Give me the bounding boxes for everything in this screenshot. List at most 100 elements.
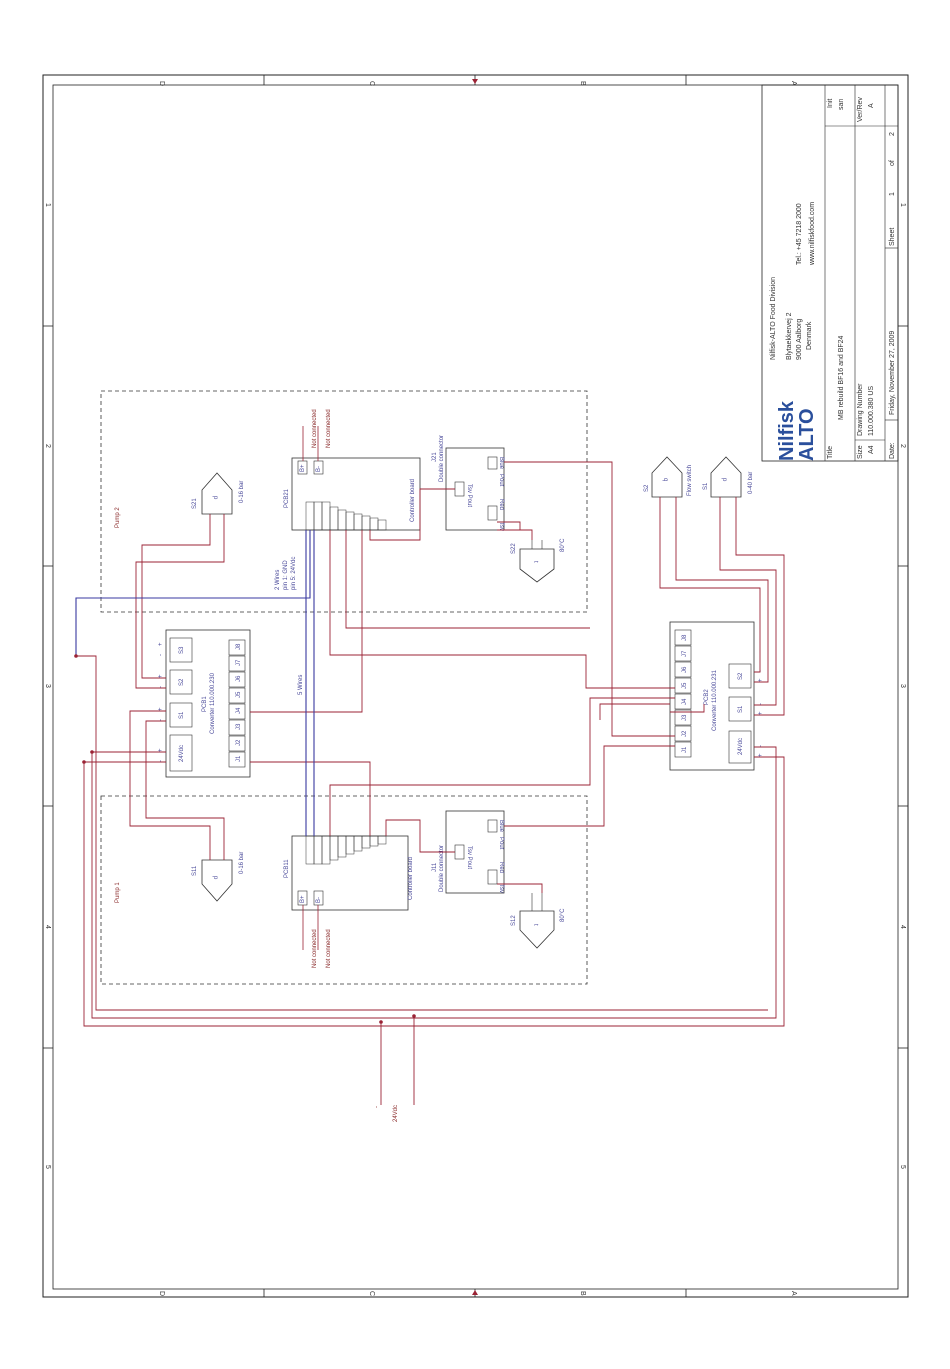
pcb2-s2: S2 xyxy=(738,672,744,680)
pcb2-j4: J4 xyxy=(682,698,688,705)
col-label-5-right: 5 xyxy=(899,1165,906,1169)
pump1-pin-tsv: Tsv xyxy=(498,884,504,893)
rev-value: A xyxy=(868,103,875,108)
pcb1-j8: J8 xyxy=(236,643,242,650)
pcb1-24vdc: 24Vdc xyxy=(179,745,185,762)
date-label: Date: xyxy=(889,442,896,459)
pump1-controller-board xyxy=(291,835,409,911)
pcb1-label: Converter 110.000.230 xyxy=(210,672,216,734)
pump1-pin-red: Red xyxy=(498,862,504,873)
flow-switch: q S2 Flow switch xyxy=(644,456,693,498)
red-wiring xyxy=(76,461,785,1105)
col-label-4-left: 4 xyxy=(44,925,51,929)
pcb1-j4: J4 xyxy=(236,707,242,714)
pcb2-minus-1: - xyxy=(758,670,764,672)
pressure-s1-name: S1 xyxy=(703,482,709,490)
date-value: Friday, November 27, 2009 xyxy=(889,331,896,415)
address-line-3: Denmark xyxy=(806,321,813,350)
pcb2-j2: J2 xyxy=(682,730,688,737)
pump2-nc-1: Not connected xyxy=(312,409,318,448)
pcb1-j7: J7 xyxy=(236,659,242,666)
pump1-temp-symbol: t xyxy=(532,924,538,926)
pcb1-plus-1: + xyxy=(158,642,164,646)
pump2-pin-red: Red xyxy=(498,499,504,510)
pump2-terminal-strip xyxy=(305,501,387,531)
drawing-title: MB rebuild BF16 and BF24 xyxy=(838,335,845,420)
logo-nilfisk: Nilfisk xyxy=(776,400,798,461)
pump2-nc-leads xyxy=(302,426,319,461)
pump1-group: Pump 1 p S11 0-16 bar B+ B- PCB11 Contro… xyxy=(100,795,588,985)
pcb1-plus-4: + xyxy=(158,748,164,752)
supply-minus: - xyxy=(374,1106,380,1108)
pump1-terminal-strip xyxy=(305,835,387,865)
address-line-2: 9000 Aalborg xyxy=(796,319,803,360)
address-line-1: Blytaekkervej 2 xyxy=(786,312,793,360)
pump2-sensor-name: S21 xyxy=(192,498,198,509)
row-label-a-bottom: A xyxy=(790,1291,797,1296)
pump2-board-label: Controller board xyxy=(410,479,416,522)
pcb1-s3: S3 xyxy=(179,646,185,654)
col-label-2-right: 2 xyxy=(899,444,906,448)
pump2-wires-note-3: pin 5: 24Vdc xyxy=(291,557,297,590)
pcb2-j7: J7 xyxy=(682,650,688,657)
inner-frame xyxy=(52,84,899,1290)
pcb2-j3: J3 xyxy=(682,714,688,721)
pcb2-converter: J8 J7 J6 J5 J4 J3 J2 J1 S2 S1 24Vdc PCB2… xyxy=(669,621,764,771)
pump1-pin-pout: Pout xyxy=(498,837,504,850)
init-value: san xyxy=(838,99,845,110)
pcb1-j2: J2 xyxy=(236,739,242,746)
website: www.nilfiskfood.com xyxy=(809,202,816,266)
pump2-pin-blue: Blue xyxy=(498,457,504,470)
pcb1-j1: J1 xyxy=(236,755,242,762)
title-label: Title xyxy=(827,446,834,459)
row-label-a-top: A xyxy=(790,81,797,86)
row-label-b-bottom: B xyxy=(579,1291,586,1296)
pump1-b-plus: B+ xyxy=(300,895,306,903)
pcb2-name: PCB2 xyxy=(704,689,710,705)
pcb2-plus-1: + xyxy=(758,678,764,682)
pump1-temp-sensor xyxy=(519,910,555,949)
pump1-frame xyxy=(100,795,588,985)
row-label-b-top: B xyxy=(579,81,586,86)
pcb2-j6: J6 xyxy=(682,666,688,673)
title-block: Nilfisk ALTO Nilfisk-ALTO Food Division … xyxy=(761,84,899,462)
pcb1-converter: J8 J7 J6 J5 J4 J3 J2 J1 S3 S2 S1 24Vdc P… xyxy=(158,629,251,778)
of-label: of xyxy=(889,160,896,166)
junction-dots xyxy=(74,654,416,1024)
pump1-nc-leads xyxy=(302,905,319,950)
drawing-number-label: Drawing Number xyxy=(857,383,864,436)
pcb2-24vdc: 24Vdc xyxy=(738,738,744,755)
pump2-controller-board xyxy=(291,457,421,531)
border-ticks xyxy=(43,75,908,1297)
pcb2-j5: J5 xyxy=(682,682,688,689)
pump2-pressure-symbol: p xyxy=(212,496,218,500)
pcb1-plus-2: + xyxy=(158,674,164,678)
pump1-temp-range: 80°C xyxy=(560,908,566,922)
pump2-b-minus: B- xyxy=(316,466,322,472)
pcb2-label: Converter 110.000.231 xyxy=(712,669,718,731)
pump2-connector-label: Double connector xyxy=(439,435,445,482)
pump1-title: Pump 1 xyxy=(115,882,121,903)
col-label-3-right: 3 xyxy=(899,684,906,688)
logo-alto: ALTO xyxy=(796,408,818,461)
pcb1-s2: S2 xyxy=(179,678,185,686)
pcb1-name: PCB1 xyxy=(202,696,208,712)
pump1-sensor-range: 0-16 bar xyxy=(239,852,245,874)
pcb1-minus-2: - xyxy=(158,686,164,688)
pump1-connector-label: Double connector xyxy=(439,845,445,892)
pump1-b-minus: B- xyxy=(316,897,322,903)
pump1-board-label: Controller board xyxy=(408,857,414,900)
pump1-board-name: PCB11 xyxy=(284,859,290,878)
pressure-s1-range: 0-40 bar xyxy=(748,472,754,494)
pcb2-minus-2: - xyxy=(758,703,764,705)
pump2-pin-tsv-pout: Tsv Pout xyxy=(466,484,472,507)
pcb1-j5: J5 xyxy=(236,691,242,698)
size-value: A4 xyxy=(868,445,875,454)
col-label-2-left: 2 xyxy=(44,444,51,448)
pump1-temp-name: S12 xyxy=(511,915,517,926)
col-label-1-left: 1 xyxy=(44,203,51,207)
pcb1-j6: J6 xyxy=(236,675,242,682)
row-label-d-bottom: D xyxy=(158,1291,165,1296)
pump2-temp-sensor xyxy=(519,548,555,583)
pump1-pressure-symbol: p xyxy=(212,876,218,880)
